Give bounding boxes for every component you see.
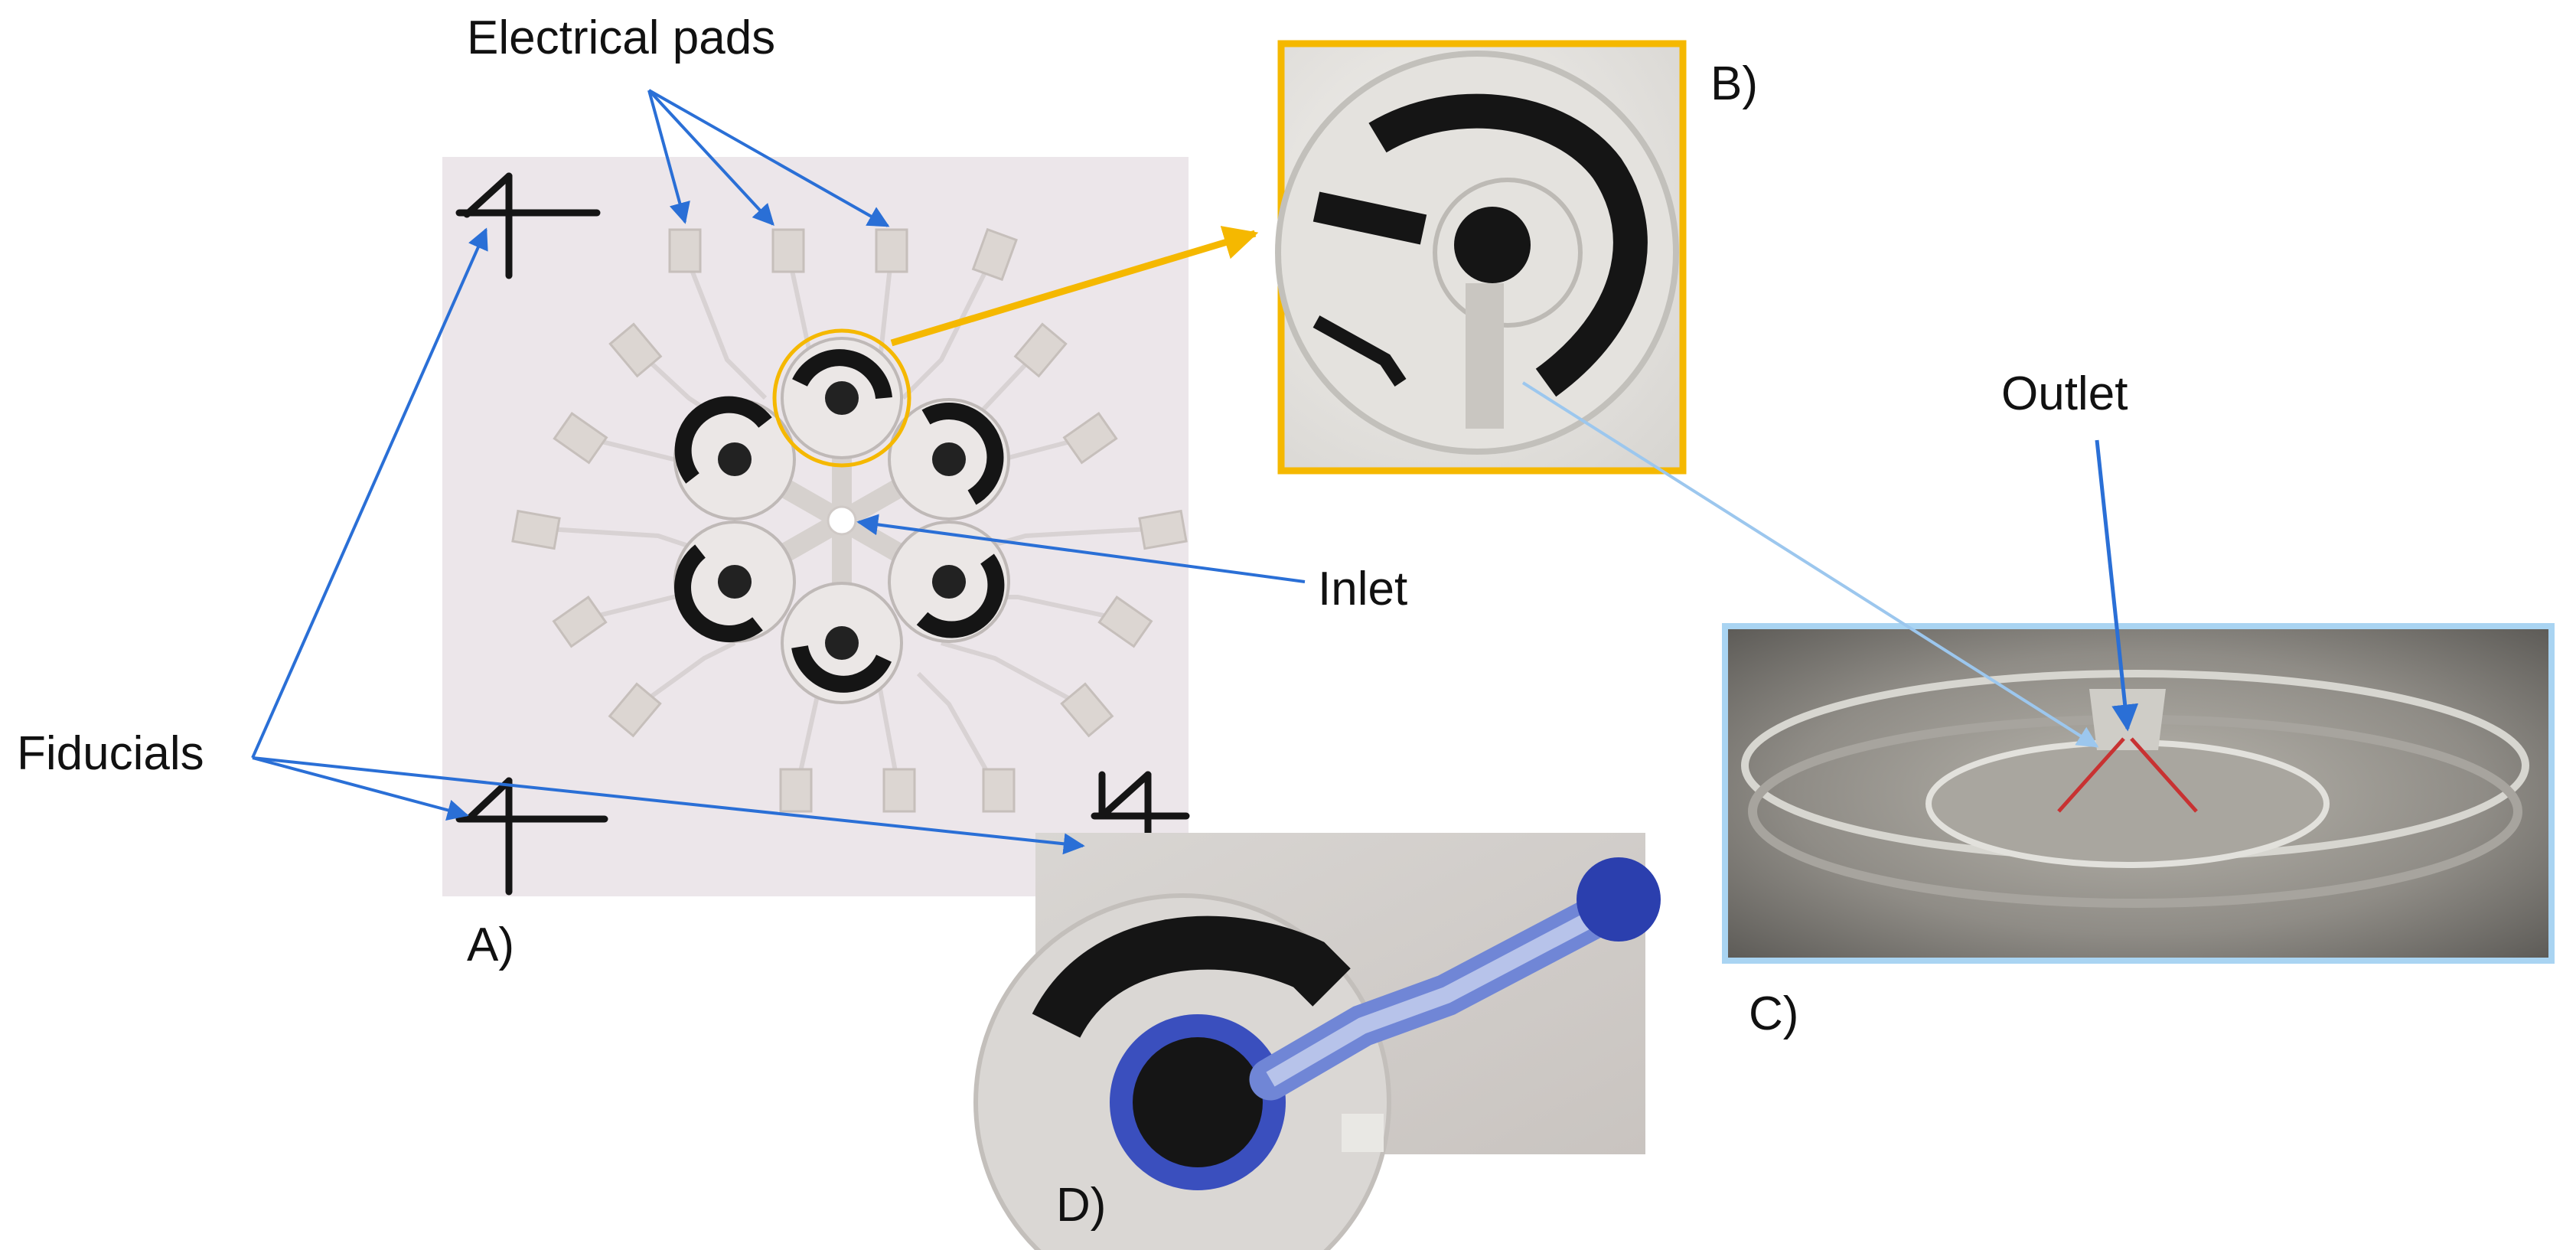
panel-c-outlet-image bbox=[1722, 623, 2555, 964]
electrical-pad bbox=[1138, 509, 1188, 550]
panel-b-zoom-image bbox=[1275, 40, 1687, 475]
panel-label-b: B) bbox=[1710, 57, 1758, 110]
electrical-pad bbox=[1013, 322, 1068, 378]
electrode-well bbox=[781, 337, 903, 459]
electrical-pad bbox=[1097, 596, 1153, 648]
fiducial-mark-bottom-left bbox=[455, 777, 608, 896]
electrical-pad bbox=[511, 509, 561, 550]
electrode-well bbox=[781, 582, 903, 704]
arrow-outlet bbox=[2095, 439, 2139, 732]
electrode-well bbox=[888, 398, 1010, 521]
arrow-b-to-c-outlet bbox=[1521, 381, 2099, 748]
label-inlet: Inlet bbox=[1318, 563, 1407, 615]
electrical-pad bbox=[771, 228, 805, 273]
highlight-circle bbox=[772, 328, 911, 468]
label-outlet: Outlet bbox=[2001, 367, 2128, 420]
outlet-walls-red bbox=[2057, 737, 2198, 813]
electrical-pad bbox=[553, 412, 608, 465]
electrical-pad bbox=[608, 682, 662, 738]
electrical-pad bbox=[875, 228, 908, 273]
electrical-pad bbox=[882, 768, 916, 813]
arrows-electrical-pads bbox=[647, 89, 890, 227]
fiducial-mark-top-left bbox=[455, 172, 601, 279]
electrical-pad bbox=[608, 322, 663, 378]
arrow-inlet bbox=[856, 514, 1306, 583]
arrows-fiducials bbox=[251, 227, 1085, 855]
panel-label-a: A) bbox=[467, 919, 514, 971]
electrical-pad bbox=[1062, 412, 1118, 465]
electrode-well bbox=[888, 521, 1010, 643]
panel-a-chip-image bbox=[442, 157, 1190, 896]
panel-label-d: D) bbox=[1056, 1179, 1106, 1232]
electrode-well bbox=[673, 396, 796, 521]
label-electrical-pads: Electrical pads bbox=[467, 11, 775, 64]
label-fiducials: Fiducials bbox=[17, 727, 204, 780]
panel-d-fluid-image bbox=[973, 833, 1661, 1250]
arrow-zoom-to-b bbox=[890, 226, 1259, 347]
electrical-pad bbox=[1060, 682, 1114, 738]
electrical-pad bbox=[971, 227, 1018, 282]
electrical-pad bbox=[779, 768, 813, 813]
inlet-hole bbox=[827, 505, 857, 536]
electrical-pad bbox=[982, 768, 1016, 813]
electrical-pad bbox=[668, 228, 702, 273]
panel-label-c: C) bbox=[1749, 987, 1798, 1040]
electrode-well bbox=[673, 521, 796, 643]
electrode-wells bbox=[673, 337, 1010, 704]
electrical-pad bbox=[552, 596, 608, 648]
electrical-pad-group bbox=[511, 227, 1188, 813]
